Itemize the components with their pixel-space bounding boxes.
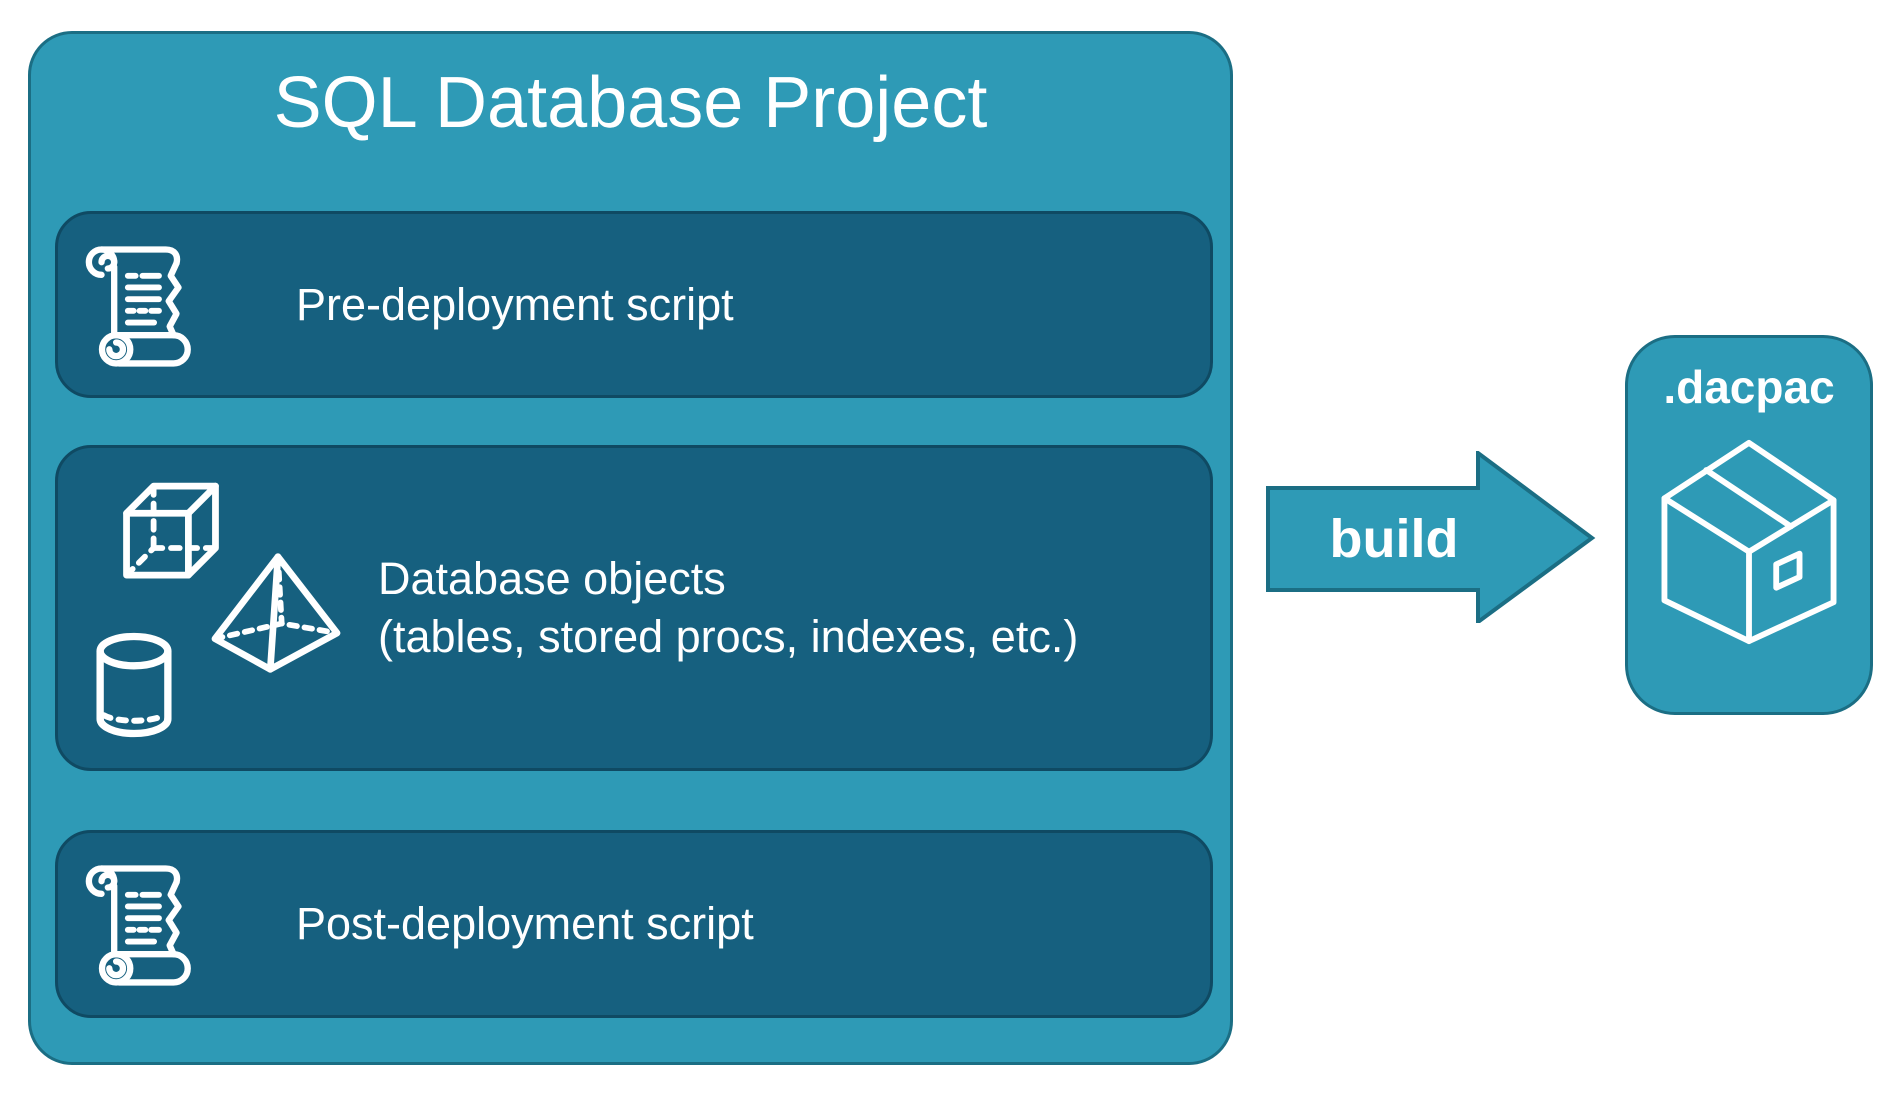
database-objects-label: Database objects (tables, stored procs, …	[378, 448, 1078, 768]
dacpac-label: .dacpac	[1663, 361, 1835, 413]
cube-icon	[113, 476, 229, 593]
pyramid-icon	[209, 551, 343, 675]
sql-database-project-container: SQL Database Project	[28, 31, 1233, 1065]
package-icon	[1661, 439, 1837, 645]
build-label: build	[1329, 509, 1459, 569]
pre-deployment-script-label: Pre-deployment script	[296, 278, 734, 330]
scroll-icon	[84, 855, 196, 993]
database-objects-line1: Database objects	[378, 553, 726, 604]
pre-deployment-script-box: Pre-deployment script	[55, 211, 1213, 398]
post-deployment-script-label: Post-deployment script	[296, 898, 754, 949]
post-deployment-script-box: Post-deployment script	[55, 830, 1213, 1018]
scroll-icon	[84, 236, 196, 374]
arrow-right-icon	[1266, 451, 1596, 623]
dacpac-box: .dacpac	[1625, 335, 1873, 715]
database-objects-line2: (tables, stored procs, indexes, etc.)	[378, 611, 1079, 662]
cylinder-icon	[88, 631, 180, 739]
build-arrow: build	[1266, 451, 1596, 623]
project-title: SQL Database Project	[273, 63, 988, 143]
database-objects-box: Database objects (tables, stored procs, …	[55, 445, 1213, 771]
